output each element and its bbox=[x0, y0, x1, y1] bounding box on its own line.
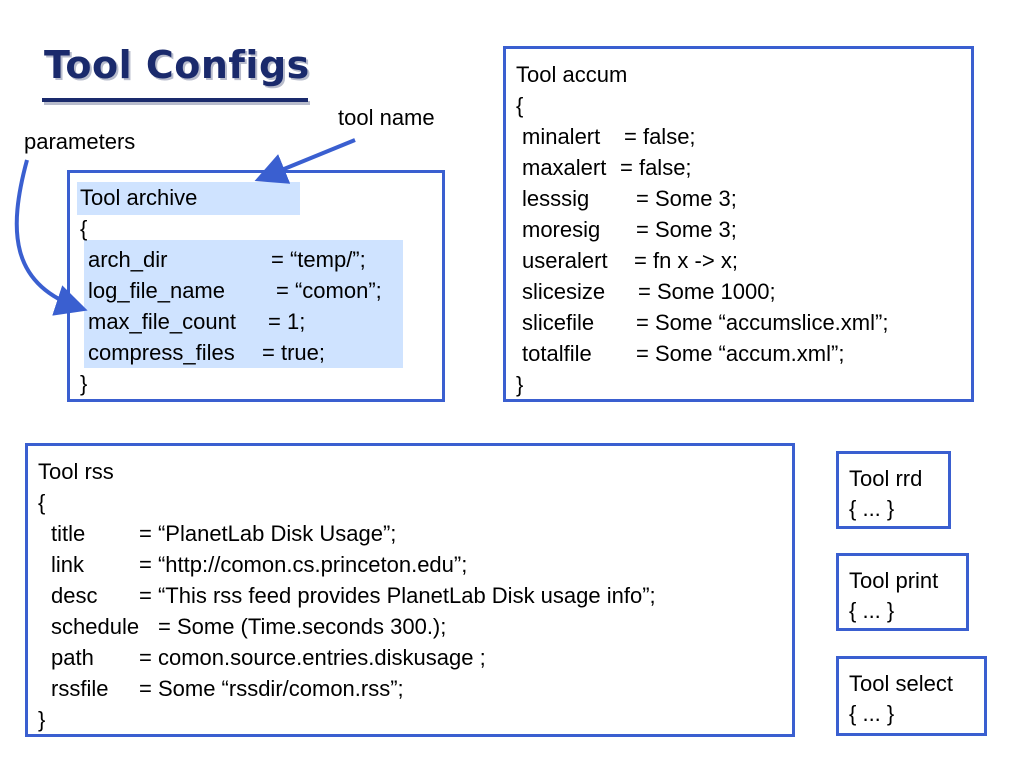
tool-accum-box: Tool accum { minalert = false; maxalert … bbox=[503, 46, 974, 402]
param-row: compress_files = true; bbox=[88, 340, 325, 365]
open-brace: { bbox=[38, 490, 46, 515]
close-brace: } bbox=[38, 707, 46, 732]
tool-print-header: Tool print bbox=[849, 568, 939, 593]
close-brace: } bbox=[516, 372, 524, 397]
param-row: log_file_name = “comon”; bbox=[88, 278, 382, 303]
param-name: title bbox=[51, 521, 86, 546]
param-value: = “http://comon.cs.princeton.edu”; bbox=[139, 552, 468, 577]
param-value: = “comon”; bbox=[276, 278, 382, 303]
parameters-highlight bbox=[84, 240, 403, 368]
param-name: arch_dir bbox=[88, 247, 168, 272]
param-name: compress_files bbox=[88, 340, 235, 365]
param-name: minalert bbox=[522, 124, 601, 149]
param-row: max_file_count = 1; bbox=[88, 309, 305, 334]
param-row: path = comon.source.entries.diskusage ; bbox=[51, 645, 486, 670]
tool-rrd-box: Tool rrd { ... } bbox=[836, 451, 951, 529]
param-value: = comon.source.entries.diskusage ; bbox=[139, 645, 486, 670]
param-value: = fn x -> x; bbox=[634, 248, 738, 273]
param-row: useralert = fn x -> x; bbox=[522, 248, 738, 273]
param-name: rssfile bbox=[51, 676, 109, 701]
param-name: schedule bbox=[51, 614, 140, 639]
parameters-arrow bbox=[14, 159, 88, 316]
tool-print-body: { ... } bbox=[849, 598, 895, 623]
tool-name-annotation: tool name bbox=[338, 105, 435, 130]
param-value: = false; bbox=[624, 124, 696, 149]
open-brace: { bbox=[516, 93, 524, 118]
param-value: = 1; bbox=[268, 309, 306, 334]
param-value: = “PlanetLab Disk Usage”; bbox=[139, 521, 397, 546]
tool-rrd-body: { ... } bbox=[849, 496, 895, 521]
tool-print-box: Tool print { ... } bbox=[836, 553, 969, 631]
param-row: title = “PlanetLab Disk Usage”; bbox=[51, 521, 396, 546]
param-row: slicefile = Some “accumslice.xml”; bbox=[522, 310, 888, 335]
param-name: link bbox=[51, 552, 85, 577]
open-brace: { bbox=[80, 216, 88, 241]
tool-name-highlight bbox=[77, 182, 300, 215]
param-row: minalert = false; bbox=[522, 124, 696, 149]
param-value: = Some “accumslice.xml”; bbox=[636, 310, 889, 335]
param-row: desc = “This rss feed provides PlanetLab… bbox=[51, 583, 656, 608]
param-name: log_file_name bbox=[88, 278, 225, 303]
param-name: totalfile bbox=[522, 341, 592, 366]
param-name: max_file_count bbox=[88, 309, 236, 334]
param-name: slicefile bbox=[522, 310, 595, 335]
param-name: moresig bbox=[522, 217, 601, 242]
tool-rss-box: Tool rss { title = “PlanetLab Disk Usage… bbox=[25, 443, 795, 737]
param-value: = Some 3; bbox=[636, 186, 737, 211]
param-value: = false; bbox=[620, 155, 692, 180]
param-name: maxalert bbox=[522, 155, 607, 180]
tool-select-body: { ... } bbox=[849, 701, 895, 726]
param-row: rssfile = Some “rssdir/comon.rss”; bbox=[51, 676, 404, 701]
param-value: = Some 1000; bbox=[638, 279, 776, 304]
param-value: = Some 3; bbox=[636, 217, 737, 242]
param-name: slicesize bbox=[522, 279, 606, 304]
tool-select-header: Tool select bbox=[849, 671, 953, 696]
param-row: link = “http://comon.cs.princeton.edu”; bbox=[51, 552, 467, 577]
param-row: moresig = Some 3; bbox=[522, 217, 737, 242]
parameters-annotation: parameters bbox=[24, 129, 136, 154]
param-row: schedule = Some (Time.seconds 300.); bbox=[51, 614, 446, 639]
param-row: lesssig = Some 3; bbox=[522, 186, 737, 211]
param-value: = “This rss feed provides PlanetLab Disk… bbox=[139, 583, 656, 608]
param-value: = Some “rssdir/comon.rss”; bbox=[139, 676, 404, 701]
slide-title: Tool Configs bbox=[44, 43, 310, 87]
param-value: = Some (Time.seconds 300.); bbox=[158, 614, 447, 639]
tool-archive-header: Tool archive bbox=[80, 185, 198, 210]
tool-rss-header: Tool rss bbox=[38, 459, 114, 484]
tool-archive-box: Tool archive { arch_dir = “temp/”; log_f… bbox=[67, 170, 445, 402]
tool-name-arrow bbox=[254, 138, 356, 184]
param-value: = true; bbox=[262, 340, 325, 365]
param-row: arch_dir = “temp/”; bbox=[88, 247, 366, 272]
tool-accum-header: Tool accum bbox=[516, 62, 628, 87]
tool-select-box: Tool select { ... } bbox=[836, 656, 987, 736]
title-underline bbox=[42, 98, 308, 102]
param-name: desc bbox=[51, 583, 98, 608]
param-name: lesssig bbox=[522, 186, 590, 211]
param-row: maxalert = false; bbox=[522, 155, 692, 180]
param-value: = Some “accum.xml”; bbox=[636, 341, 845, 366]
param-name: path bbox=[51, 645, 94, 670]
param-row: slicesize = Some 1000; bbox=[522, 279, 776, 304]
param-row: totalfile = Some “accum.xml”; bbox=[522, 341, 844, 366]
param-value: = “temp/”; bbox=[271, 247, 366, 272]
close-brace: } bbox=[80, 371, 88, 396]
tool-rrd-header: Tool rrd bbox=[849, 466, 923, 491]
param-name: useralert bbox=[522, 248, 608, 273]
